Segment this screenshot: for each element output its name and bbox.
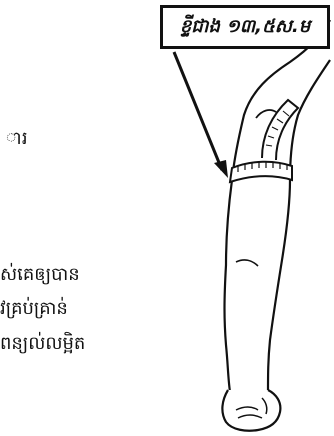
arm-inner-contour — [268, 60, 330, 392]
arm-outer-contour — [225, 20, 331, 392]
tape-loose-end — [262, 100, 298, 160]
pointer-arrow-line — [174, 52, 222, 170]
pointer-arrowhead — [214, 160, 228, 178]
text-line-3: វគ្រប់គ្រាន់ — [0, 296, 68, 323]
measurement-callout-box: ខ្ទីជាង ១៣,៥ស.ម — [160, 5, 330, 49]
tape-band — [230, 162, 292, 182]
text-line-1: ារ — [6, 126, 28, 153]
text-line-2: ស់គេឲ្យបាន — [0, 262, 80, 289]
elbow-crease — [236, 260, 258, 266]
text-line-4: ពន្យល់លម្អិត — [0, 331, 85, 358]
measurement-callout-label: ខ្ទីជាង ១៣,៥ស.ម — [180, 14, 310, 41]
hand-outline — [222, 390, 280, 431]
